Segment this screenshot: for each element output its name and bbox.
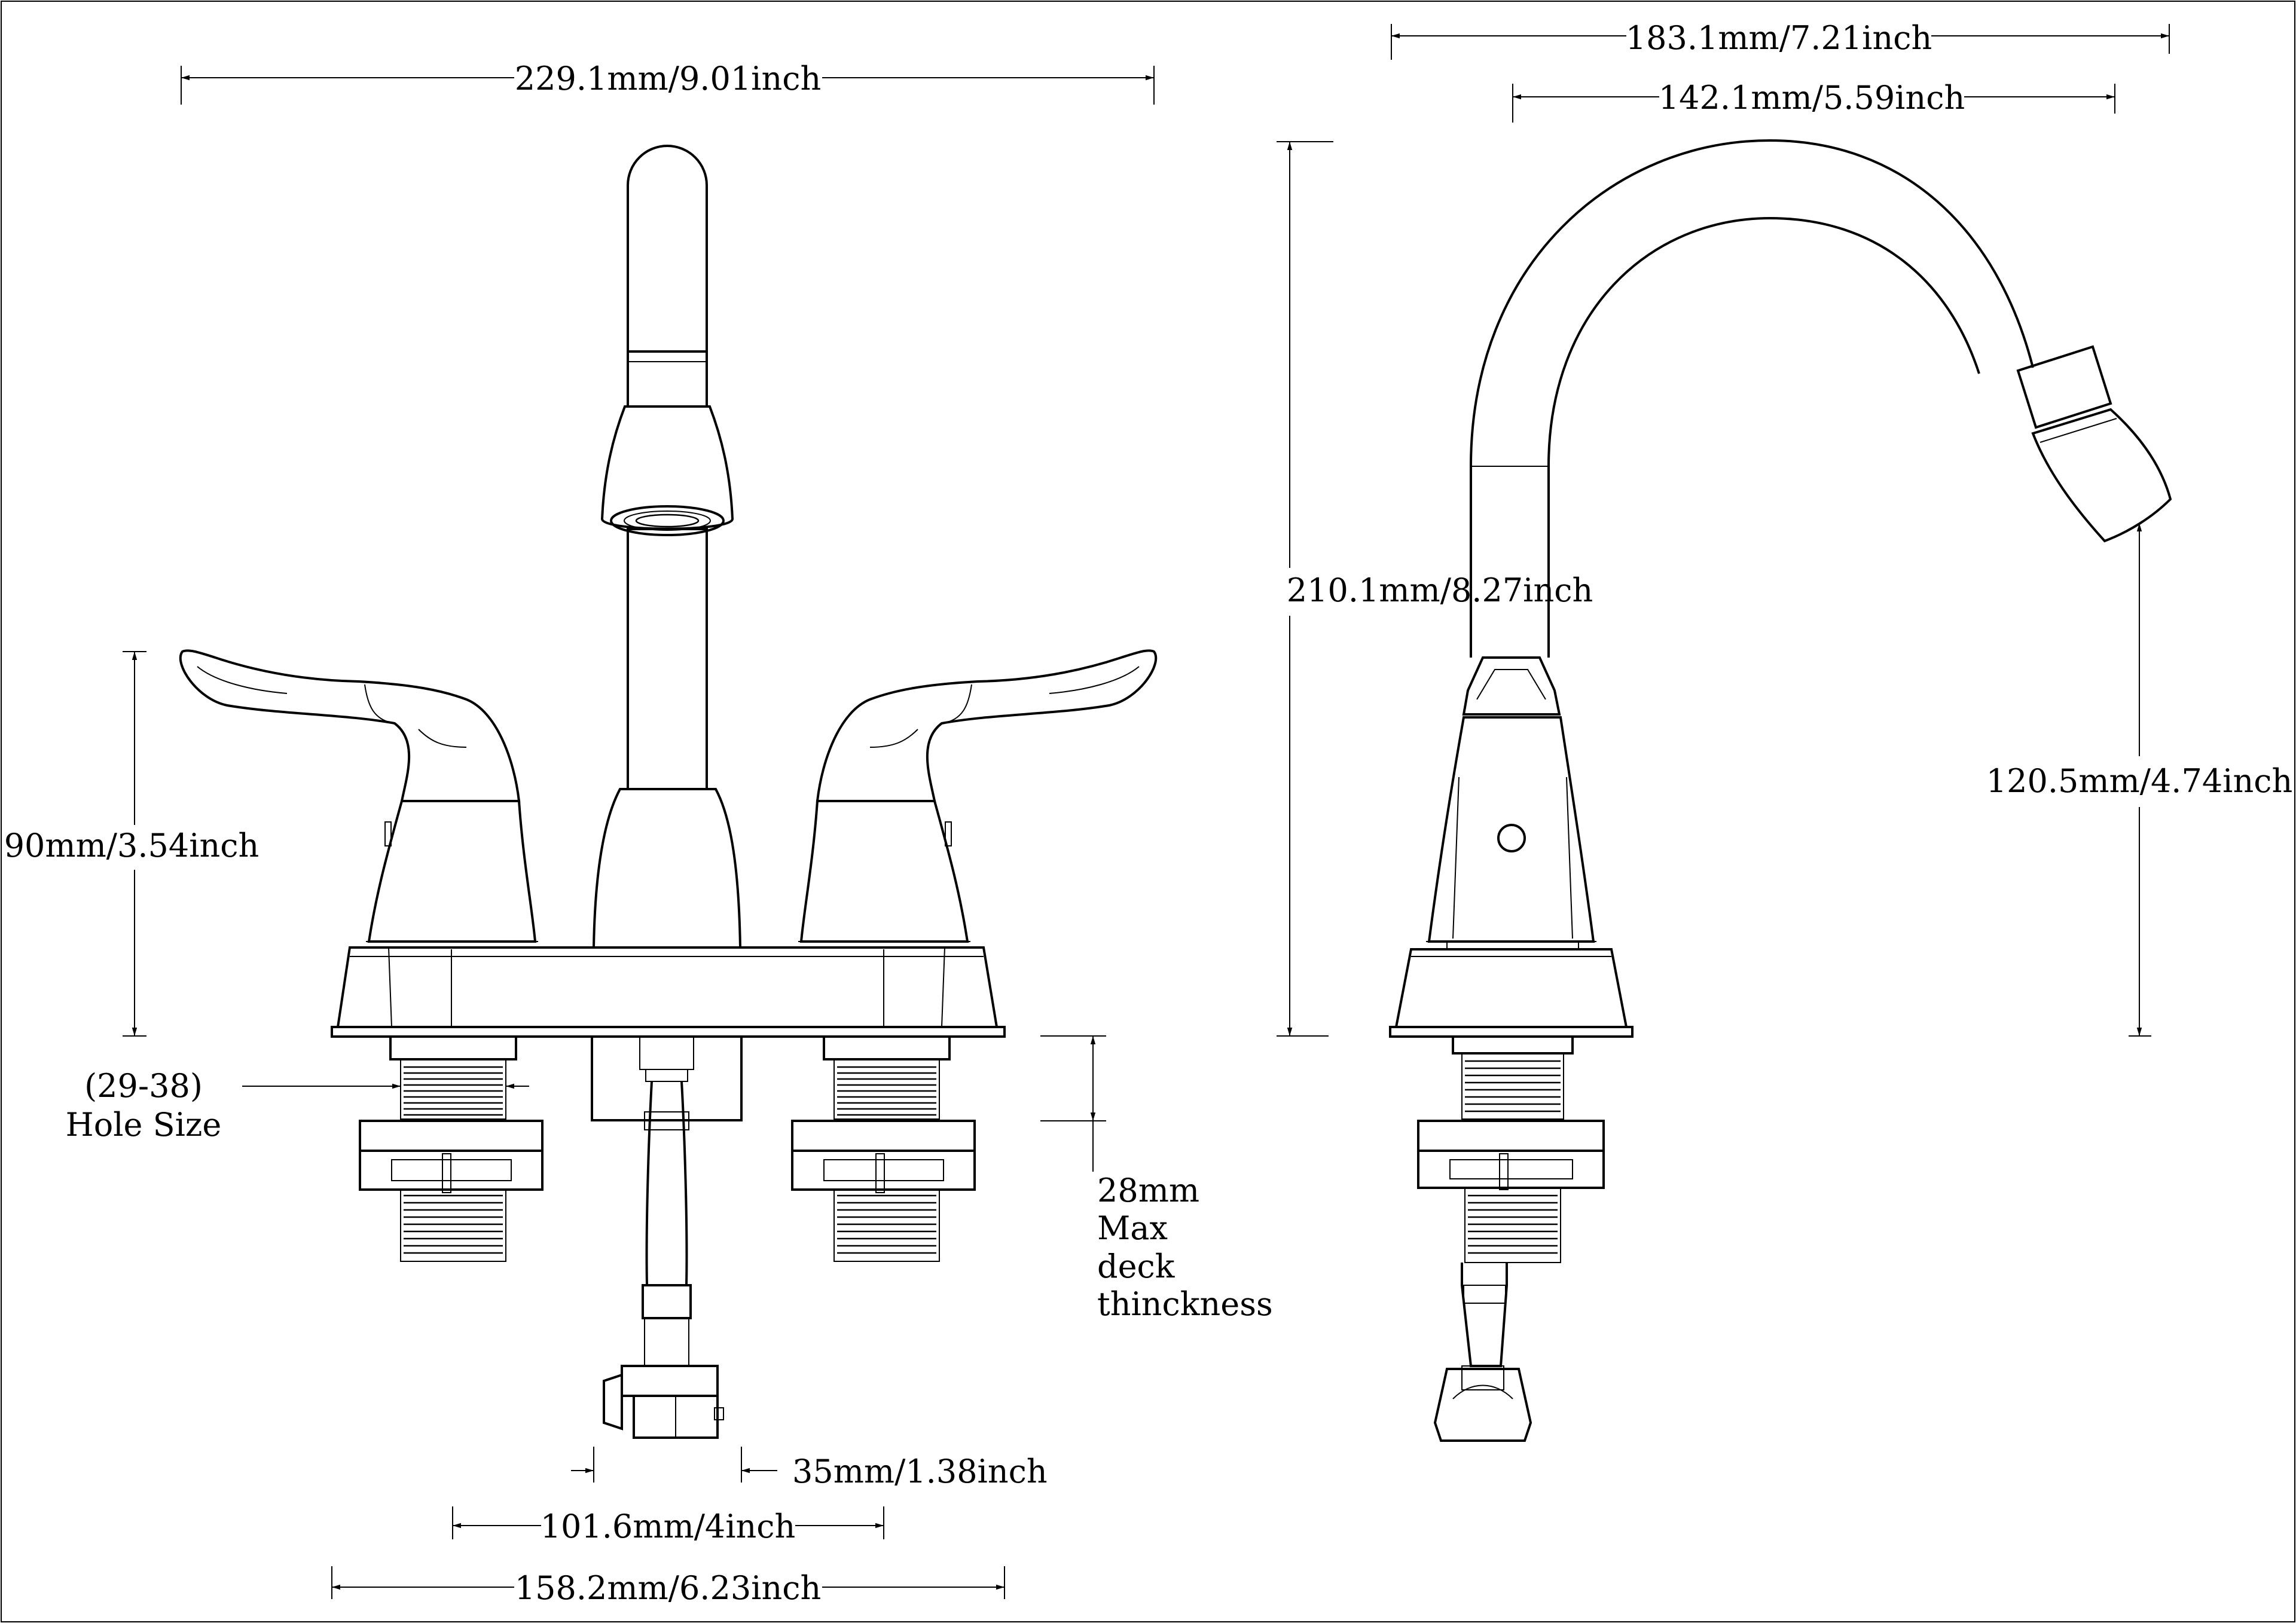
dim-total-width: 229.1mm/9.01inch xyxy=(515,60,822,97)
dim-total-height: 210.1mm/8.27inch xyxy=(1287,571,1593,609)
spout-top xyxy=(627,145,708,406)
dimension-lines xyxy=(123,24,2170,1599)
dim-deck-value: 28mm xyxy=(1097,1172,1199,1209)
side-view xyxy=(1389,139,2172,1442)
spray-nozzle xyxy=(610,505,725,536)
left-shank-nut xyxy=(389,1035,517,1060)
right-shank-nut xyxy=(823,1035,951,1060)
right-mount-nut xyxy=(791,1120,976,1152)
center-block xyxy=(591,1035,743,1121)
spray-head-side xyxy=(2031,408,2172,543)
front-view xyxy=(179,145,1158,1439)
spout-collar-side xyxy=(2016,345,2112,429)
gooseneck-spout xyxy=(1470,139,2034,658)
quick-connector xyxy=(621,1365,719,1397)
dim-deck-line2: deck xyxy=(1097,1248,1176,1285)
dimension-labels: 229.1mm/9.01inch 183.1mm/7.21inch 142.1m… xyxy=(4,19,2293,1607)
dim-handle-height: 90mm/3.54inch xyxy=(4,827,259,864)
dim-deck-line3: thinckness xyxy=(1097,1285,1273,1323)
dim-center-spacing: 101.6mm/4inch xyxy=(541,1508,796,1545)
right-shank-thread xyxy=(837,1066,936,1116)
deck-plate-base xyxy=(331,1026,1006,1038)
spray-head xyxy=(600,405,734,530)
spout-riser xyxy=(593,788,741,948)
side-deck-body xyxy=(1395,948,1628,1028)
side-handle-cap xyxy=(1462,656,1561,716)
left-handle-body xyxy=(367,800,537,943)
dim-deck-line1: Max xyxy=(1097,1209,1168,1247)
deck-plate-body xyxy=(337,946,998,1028)
dim-side-depth: 183.1mm/7.21inch xyxy=(1626,19,1932,57)
side-mount-nut xyxy=(1417,1120,1605,1152)
side-button xyxy=(1497,824,1526,852)
spout-tube xyxy=(627,528,708,790)
left-shank-thread xyxy=(404,1066,503,1116)
right-handle-lever xyxy=(816,649,1158,802)
dim-drain-offset: 35mm/1.38inch xyxy=(792,1453,1048,1490)
dim-base-width: 158.2mm/6.23inch xyxy=(515,1569,822,1607)
hose-coupling xyxy=(645,1069,688,1082)
spout-collar xyxy=(627,350,708,408)
dim-hole-size-range: (29-38) xyxy=(84,1067,203,1105)
dim-spout-reach: 142.1mm/5.59inch xyxy=(1659,79,1965,117)
left-handle-lever xyxy=(179,649,521,802)
side-connector xyxy=(1433,1368,1532,1442)
left-mount-nut xyxy=(359,1120,544,1152)
dim-spout-height: 120.5mm/4.74inch xyxy=(1986,762,2293,800)
dim-hole-size-label: Hole Size xyxy=(66,1106,222,1144)
right-handle-body xyxy=(799,800,969,943)
